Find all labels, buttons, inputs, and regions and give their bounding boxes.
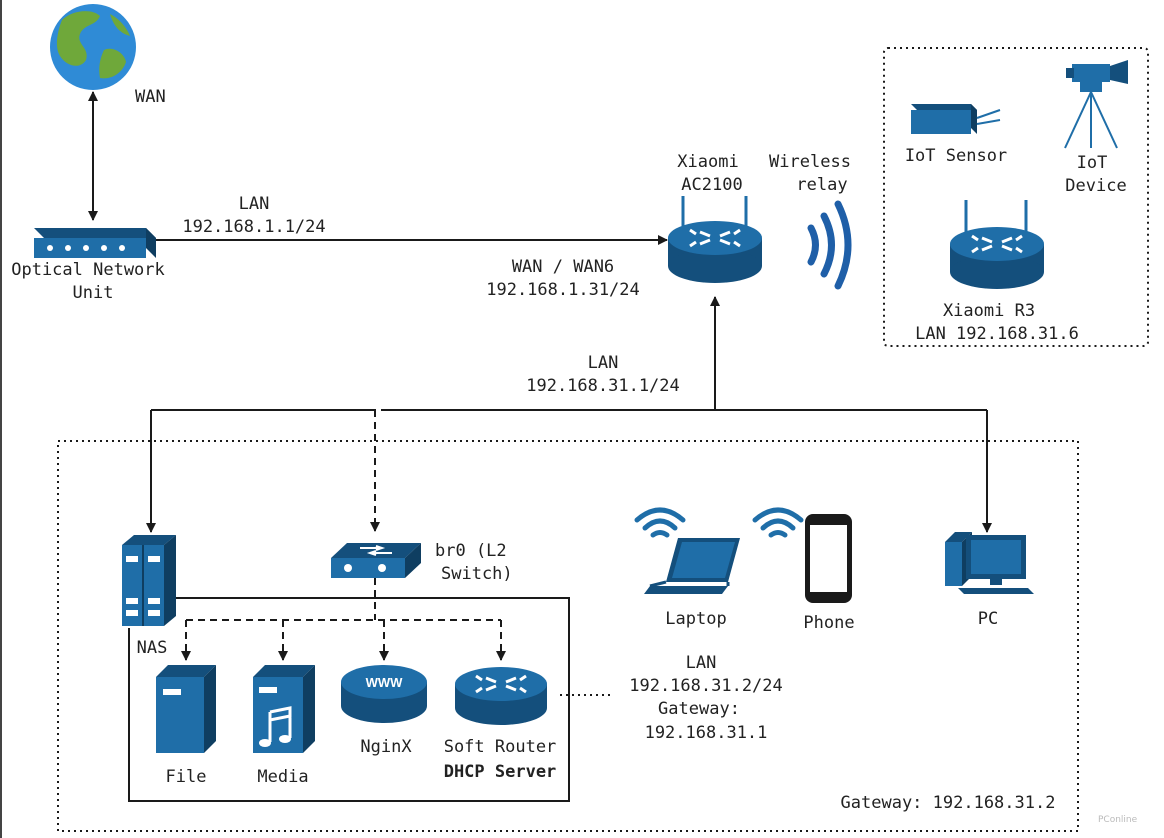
wan-ip-label: 192.168.1.31/24 <box>486 280 640 300</box>
iot-sensor-icon <box>911 104 1001 134</box>
wifi-icon <box>634 507 686 538</box>
xiaomi-ac2100-line2: AC2100 <box>681 175 742 195</box>
server-icon <box>122 535 176 626</box>
nas-label: NAS <box>137 638 168 658</box>
iot-group-box <box>883 47 1149 347</box>
switch-icon <box>331 543 421 578</box>
laptop-icon <box>644 538 740 594</box>
media-label: Media <box>257 767 308 787</box>
lan3-gateway-ip: 192.168.31.1 <box>645 723 768 743</box>
lan1-ip: 192.168.1.1/24 <box>182 217 325 237</box>
media-server-icon <box>253 665 315 753</box>
phone-label: Phone <box>803 613 854 633</box>
pc-icon <box>945 532 1034 594</box>
bottom-gateway-label: Gateway: 192.168.31.2 <box>841 793 1056 813</box>
br0-line1: br0 (L2 <box>435 541 507 561</box>
wireless-relay-line1: Wireless <box>769 152 851 172</box>
soft-router-line2: DHCP Server <box>444 762 557 782</box>
file-label: File <box>166 767 207 787</box>
xiaomi-r3-label: Xiaomi R3 <box>943 301 1035 321</box>
globe-icon <box>50 4 136 90</box>
lan1-title: LAN <box>239 194 270 214</box>
nginx-label: NginX <box>360 737 412 757</box>
camera-icon <box>1064 60 1128 149</box>
router-icon <box>950 200 1044 289</box>
router-icon <box>455 667 547 725</box>
phone-icon <box>805 514 852 603</box>
router-icon <box>668 196 762 283</box>
lan3-title: LAN <box>686 653 717 673</box>
www-icon: WWW <box>341 665 427 723</box>
iot-sensor-label: IoT Sensor <box>905 146 1007 166</box>
br0-line2: Switch) <box>441 564 513 584</box>
xiaomi-ac2100-line1: Xiaomi <box>677 152 738 172</box>
pc-label: PC <box>978 609 998 629</box>
nas-inner-box <box>128 597 570 802</box>
onu-label-line1: Optical Network <box>11 260 165 280</box>
lan2-title: LAN <box>588 353 619 373</box>
wan-label: WAN <box>135 87 166 107</box>
laptop-label: Laptop <box>665 609 726 629</box>
onu-label-line2: Unit <box>73 283 114 303</box>
wireless-icon <box>807 200 852 290</box>
iot-device-line2: Device <box>1065 176 1126 196</box>
iot-device-line1: IoT <box>1077 153 1108 173</box>
file-server-icon <box>156 665 216 753</box>
soft-router-line1: Soft Router <box>444 737 557 757</box>
xiaomi-r3-lan: LAN 192.168.31.6 <box>915 324 1079 344</box>
www-text: WWW <box>366 675 404 690</box>
lan-group-box <box>57 440 1079 832</box>
lan3-ip: 192.168.31.2/24 <box>629 676 783 696</box>
wireless-relay-line2: relay <box>796 175 847 195</box>
wan-wan6-label: WAN / WAN6 <box>512 257 614 277</box>
wifi-icon <box>752 507 804 538</box>
onu-icon <box>34 228 156 258</box>
lan3-gateway-label: Gateway: <box>658 699 740 719</box>
watermark: PConline <box>1098 815 1138 825</box>
lan2-ip: 192.168.31.1/24 <box>526 376 680 396</box>
